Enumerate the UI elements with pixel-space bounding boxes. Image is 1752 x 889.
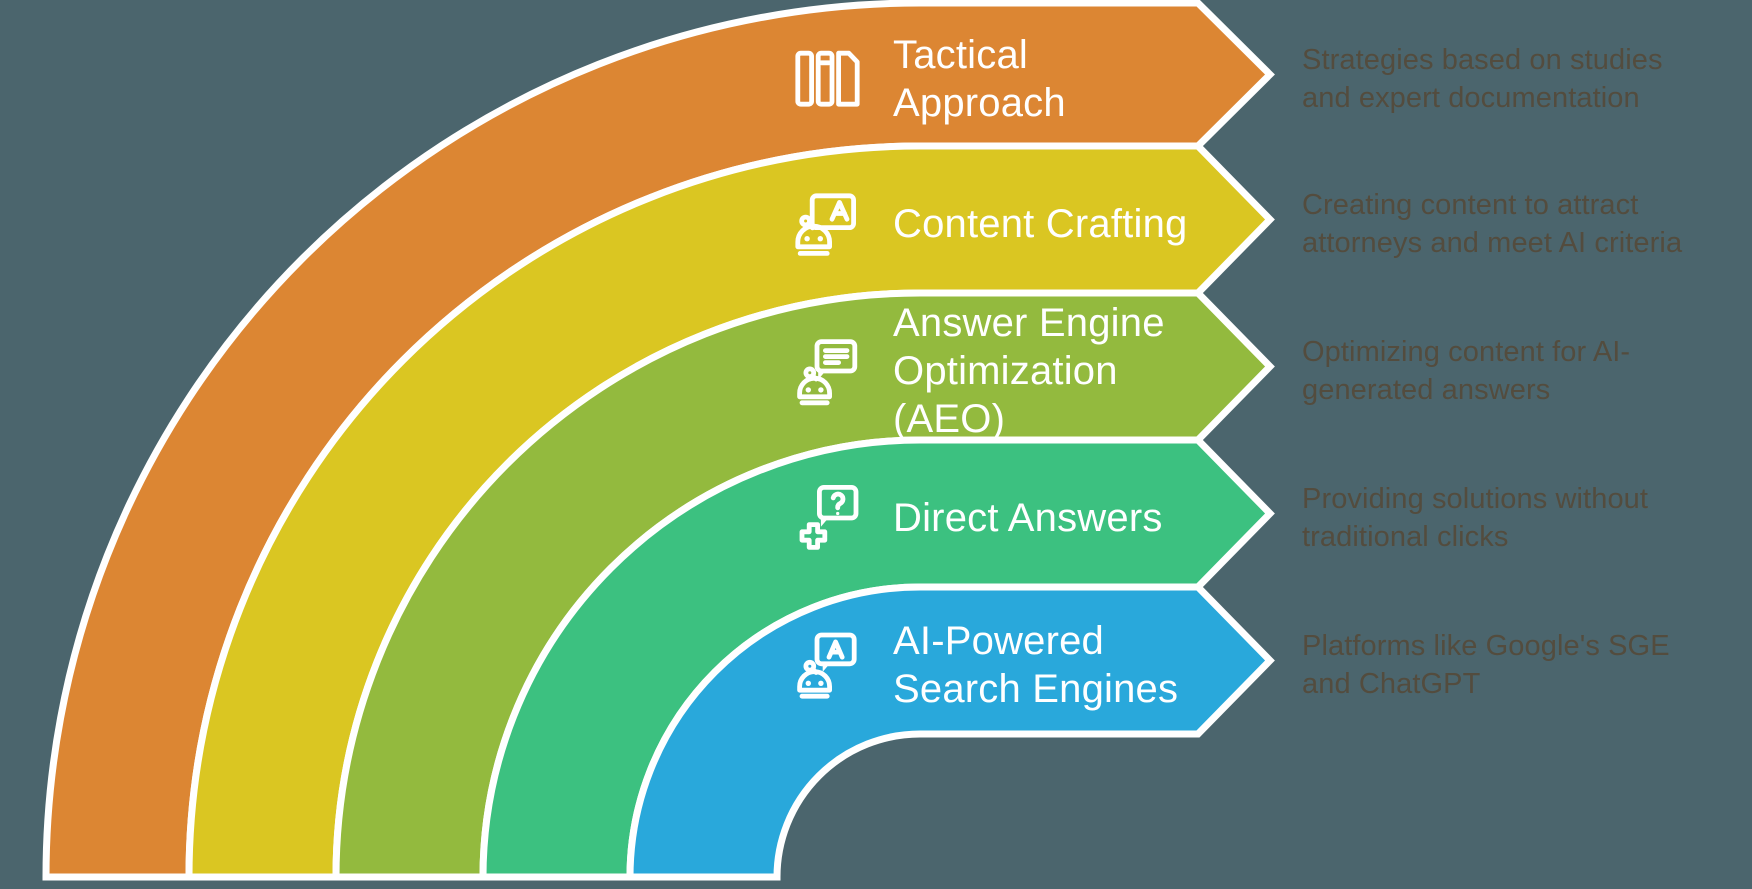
row-title: AI-Powered Search Engines [893,619,1179,711]
row-title: Answer Engine Optimization (AEO) [893,301,1165,441]
robot-chat-a-icon [790,629,862,701]
row-tactical-approach: Tactical Approach [790,31,1066,127]
row-title: Tactical Approach [893,33,1066,125]
row-answer-engine-optimization: Answer Engine Optimization (AEO) [790,299,1165,443]
documents-icon [790,43,862,115]
row-description: Optimizing content for AI- generated ans… [1302,336,1631,406]
robot-chat-lines-icon [790,335,862,407]
row-description: Platforms like Google's SGE and ChatGPT [1302,630,1670,700]
row-ai-powered-search-engines: AI-Powered Search Engines [790,617,1178,713]
question-bubble-plus-icon [790,482,862,554]
row-title: Content Crafting [893,202,1188,246]
robot-presentation-board-icon [790,188,862,260]
row-description: Providing solutions without traditional … [1302,483,1649,553]
row-content-crafting: Content Crafting [790,188,1187,260]
row-direct-answers: Direct Answers [790,482,1163,554]
row-title: Direct Answers [893,496,1163,540]
band-ai-powered-search-engines [626,583,1275,881]
row-description: Strategies based on studies and expert d… [1302,44,1663,114]
row-description: Creating content to attract attorneys an… [1302,189,1683,259]
